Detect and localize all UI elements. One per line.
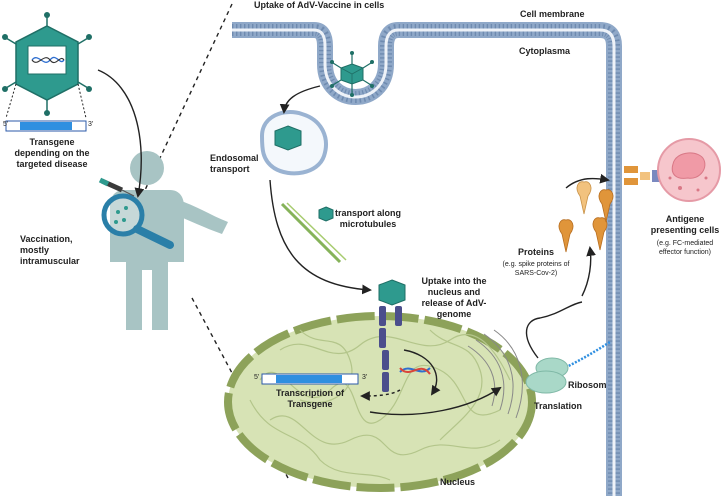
flow-arrows bbox=[97, 69, 610, 416]
adenovirus-icon bbox=[2, 12, 92, 119]
injection-magnifier bbox=[101, 193, 174, 249]
transcription-label: Transcription of Transgene bbox=[275, 388, 344, 409]
nucleus bbox=[224, 312, 536, 492]
cell-membrane-label: Cell membrane bbox=[520, 9, 585, 19]
microtubules-label: transport along microtubules bbox=[334, 208, 401, 229]
nucleus-transgene-bar bbox=[261, 373, 359, 385]
cytoplasma-label: Cytoplasma bbox=[519, 46, 571, 56]
virus-on-microtubules bbox=[318, 206, 334, 222]
ribosom-label: Ribosom bbox=[568, 380, 607, 390]
nucleus-gene-3-prime: 3' bbox=[362, 374, 368, 381]
protein-icons bbox=[558, 181, 614, 253]
ribosome-icon bbox=[525, 340, 611, 394]
endosomal-transport-label: Endosomal transport bbox=[210, 153, 259, 174]
antigene-label: Antigene presenting cells bbox=[650, 214, 720, 235]
transgene-cassette-icon bbox=[5, 120, 87, 132]
cell-membrane bbox=[232, 22, 622, 496]
endosome bbox=[259, 110, 328, 176]
person-silhouette bbox=[110, 151, 228, 330]
antigen-presenting-cell-icon bbox=[657, 138, 721, 202]
microtubules bbox=[280, 202, 347, 264]
viral-dna-icon bbox=[399, 367, 431, 375]
proteins-note: (e.g. spike proteins of SARS-Cov-2) bbox=[502, 261, 570, 277]
nuclear-pore-complex bbox=[378, 279, 406, 392]
cassette-5-prime: 5' bbox=[3, 121, 9, 128]
transgene-label: Transgene depending on the targeted dise… bbox=[14, 137, 90, 169]
uptake-title: Uptake of AdV-Vaccine in cells bbox=[254, 0, 385, 10]
nucleus-label: Nucleus bbox=[440, 477, 476, 487]
translation-label: Translation bbox=[534, 401, 583, 411]
antigene-note: (e.g. FC-mediated effector function) bbox=[656, 240, 714, 256]
membrane-receptors bbox=[624, 166, 662, 185]
syringe-icon bbox=[98, 177, 135, 197]
nucleus-gene-5-prime: 5' bbox=[254, 374, 260, 381]
endoplasmic-reticulum bbox=[467, 329, 523, 419]
virus-at-membrane bbox=[330, 51, 374, 97]
uptake-nucleus-label: Uptake into the nucleus and release of A… bbox=[421, 276, 487, 319]
proteins-label: Proteins bbox=[517, 247, 554, 257]
cassette-3-prime: 3' bbox=[88, 121, 94, 128]
vaccination-label: Vaccination, mostly intramuscular bbox=[20, 234, 80, 266]
